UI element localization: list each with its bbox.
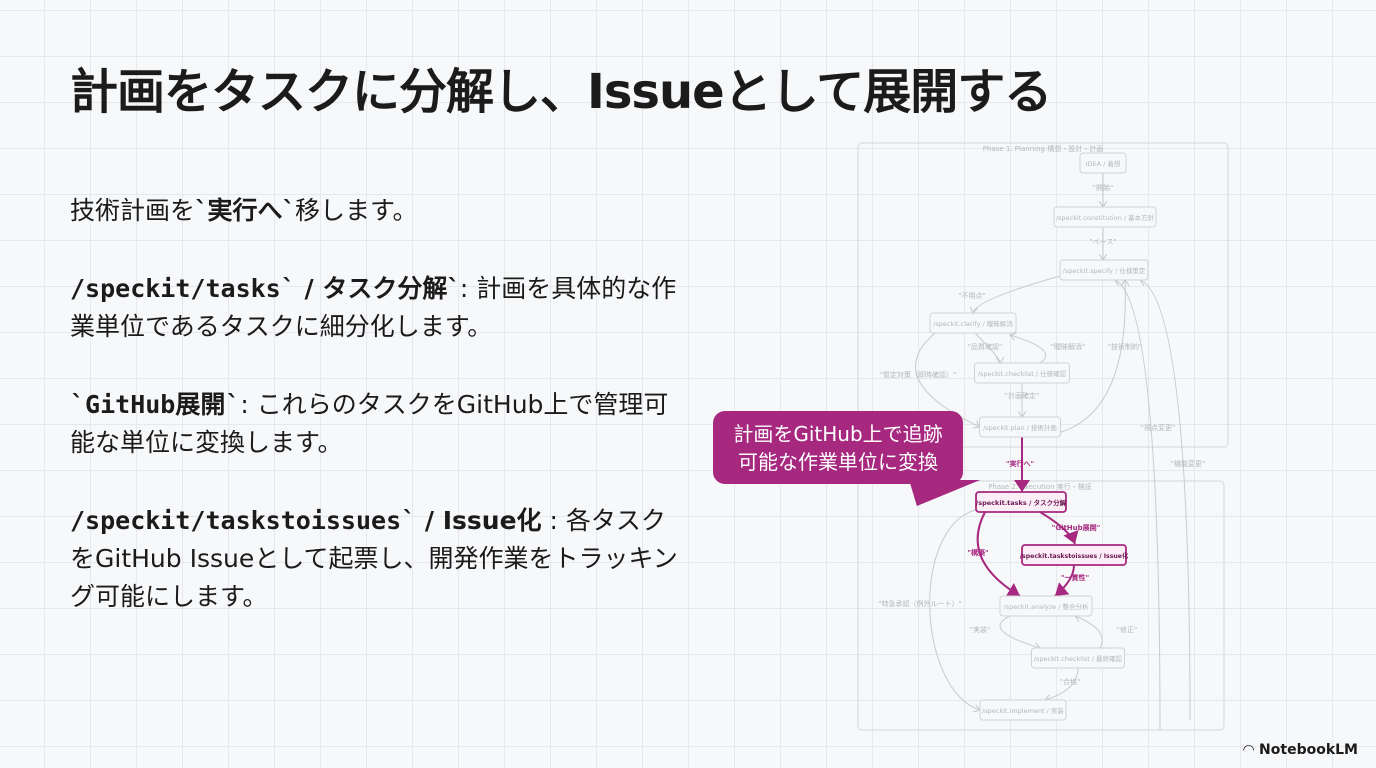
edge-label: "曖昧解消"	[1051, 342, 1085, 351]
description: : 各タスクをGitHub Issueとして起票し、開発作業をトラッキング可能に…	[70, 506, 678, 611]
command-name: タスク分解`	[322, 274, 460, 303]
phase1-frame	[857, 142, 1229, 448]
description: : これらのタスクをGitHub上で管理可能な単位に変換します。	[70, 390, 669, 457]
diagram-node	[1021, 544, 1127, 566]
edge-label: "技術制約"	[1108, 342, 1142, 351]
node-label: /speckit.taskstoissues / Issue化	[1020, 552, 1129, 560]
command: /speckit/taskstoissues`	[70, 506, 417, 535]
edge-label: "構築"	[967, 548, 988, 557]
edge-arrow	[1115, 280, 1161, 731]
edge-label: "ベース"	[1089, 238, 1116, 246]
edge-label: "合格"	[1060, 677, 1080, 686]
edge-arrow	[1140, 280, 1191, 721]
node-label: /speckit.implement / 実装	[982, 706, 1064, 715]
edge-arrow	[976, 511, 1021, 597]
intro-part: 移します。	[295, 196, 418, 225]
edge-arrow	[974, 332, 1000, 363]
diagram-node	[1053, 206, 1157, 228]
node-label: /speckit.constitution / 基本方針	[1056, 213, 1155, 222]
diagram-node	[1079, 152, 1127, 174]
edge-label: "修正"	[1117, 625, 1137, 634]
edge-arrow	[999, 615, 1040, 648]
diagram-node	[974, 362, 1070, 384]
edge-arrow	[1054, 564, 1075, 597]
slide-body: 技術計画を`実行へ`移します。 /speckit/tasks` / タスク分解`…	[70, 192, 690, 656]
edge-label: "GitHub展開"	[1052, 523, 1101, 532]
diagram-node	[979, 699, 1067, 721]
edge-label: "暫定対策（即時確認）"	[880, 370, 956, 379]
brand-name: NotebookLM	[1259, 742, 1358, 758]
edge-arrow	[1075, 616, 1103, 649]
node-label: /speckit.analyze / 整合分析	[1004, 602, 1089, 611]
intro-part: 技術計画を	[70, 196, 196, 225]
node-label: /speckit.specify / 仕様策定	[1063, 266, 1146, 275]
phase1-title: Phase 1. Planning 構想・設計・計画	[983, 144, 1103, 153]
phase2-frame	[857, 480, 1225, 731]
callout-line: 計画をGitHub上で追跡	[733, 421, 943, 446]
notebooklm-icon: ◠	[1243, 742, 1255, 758]
edge-arrow	[1010, 335, 1047, 364]
edge-arrow	[929, 509, 980, 710]
bullet-tasks: /speckit/tasks` / タスク分解`: 計画を具体的な作業単位である…	[70, 270, 690, 346]
edge-arrow	[1039, 511, 1079, 545]
diagram-node	[979, 416, 1061, 438]
node-label: /speckit.plan / 技術計画	[983, 423, 1057, 432]
command: /speckit/tasks`	[70, 274, 296, 303]
intro-emphasis: `実行へ`	[195, 196, 296, 225]
diagram-node	[999, 595, 1093, 617]
separator: /	[416, 506, 443, 535]
edge-arrow	[1060, 280, 1125, 433]
edge-label: "実行へ"	[1006, 459, 1034, 468]
node-label: /speckit.tasks / タスク分解	[976, 498, 1067, 507]
diagram-node	[929, 312, 1017, 334]
node-label: /speckit.checklist / 最終確認	[1034, 654, 1123, 663]
separator: /	[295, 274, 323, 303]
edge-label: "視点変更"	[1141, 423, 1175, 432]
edge-label: "特急承認（例外ルート）"	[878, 599, 961, 608]
bullet-issues: /speckit/taskstoissues` / Issue化 : 各タスクを…	[70, 502, 690, 616]
description: : 計画を具体的な作業単位であるタスクに細分化します。	[70, 274, 677, 341]
phase2-title: Phase 2. Execution 実行・検証	[988, 482, 1092, 491]
callout-line: 可能な作業単位に変換	[738, 449, 938, 474]
bullet-github: `GitHub展開`: これらのタスクをGitHub上で管理可能な単位に変換しま…	[70, 386, 690, 462]
node-label: /speckit.clarify / 曖昧解消	[933, 319, 1013, 328]
intro-text: 技術計画を`実行へ`移します。	[70, 192, 690, 230]
edge-label: "品質確認"	[968, 342, 1002, 351]
node-label: IDEA / 着想	[1086, 159, 1121, 168]
edge-label: "実装"	[970, 625, 990, 634]
edge-label: "不明点"	[958, 292, 985, 300]
diagram-node	[1031, 647, 1125, 669]
edge-label: "計画確定"	[1005, 391, 1039, 400]
edge-label: "一貫性"	[1061, 573, 1089, 582]
callout-bubble: 計画をGitHub上で追跡可能な作業単位に変換	[713, 411, 963, 484]
command-name: Issue化	[442, 506, 542, 535]
node-label: /speckit.checklist / 仕様確認	[978, 369, 1067, 378]
notebooklm-logo: ◠NotebookLM	[1243, 742, 1358, 758]
edge-arrow	[1045, 667, 1079, 700]
edge-label: "開始"	[1093, 183, 1113, 192]
edge-arrow	[973, 275, 1061, 313]
diagram-node	[1059, 259, 1149, 281]
edge-label: "機能変更"	[1171, 459, 1205, 468]
slide-title: 計画をタスクに分解し、Issueとして展開する	[70, 64, 1052, 120]
diagram-node	[975, 491, 1067, 513]
command: `GitHub展開`	[70, 390, 241, 419]
